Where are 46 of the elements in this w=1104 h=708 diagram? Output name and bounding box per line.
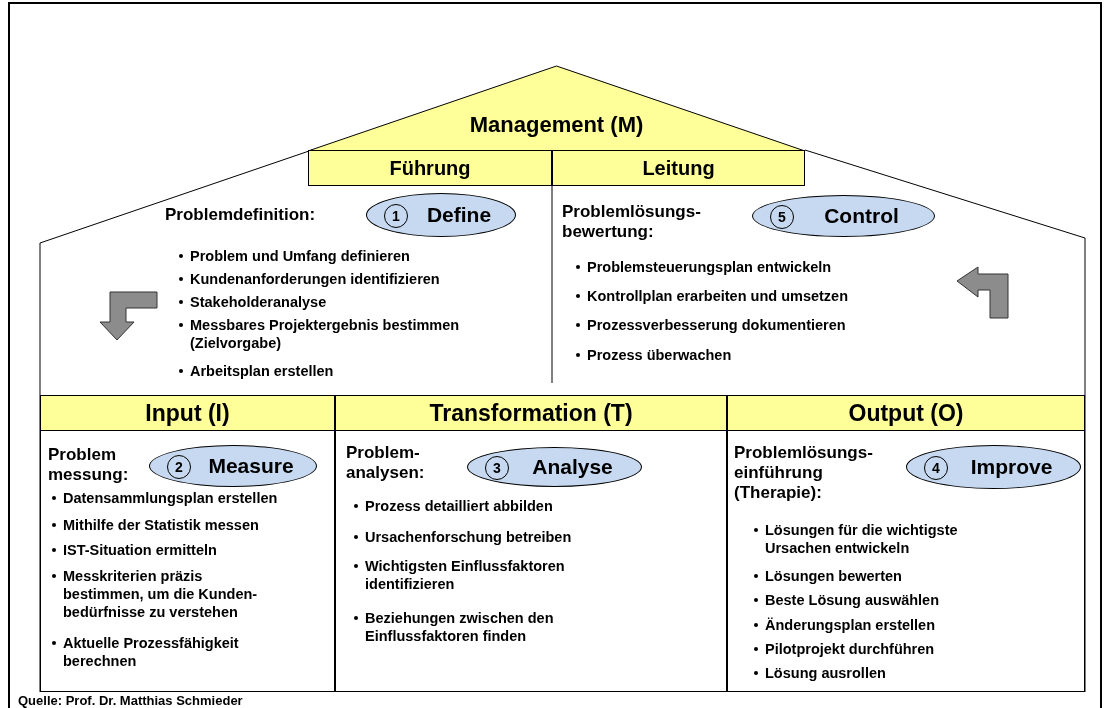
- phase-label: Control: [823, 203, 900, 229]
- bullet-item: Prozess überwachen: [587, 347, 732, 363]
- step-heading: Problem messung:: [48, 445, 130, 485]
- phase-label: Define: [425, 202, 493, 228]
- step-heading: Problem- analysen:: [346, 443, 426, 483]
- bullet-item: Prozessverbesserung dokumentieren: [587, 317, 846, 333]
- bullet-item: Messbares Projektergebnis bestimmen (Zielvorgabe): [190, 317, 460, 351]
- source-note: Quelle: Prof. Dr. Matthias Schmieder: [18, 693, 243, 708]
- bullet-item: Problemsteuerungsplan entwickeln: [587, 259, 832, 275]
- bullet-item: Mithilfe der Statistik messen: [63, 517, 259, 533]
- bullet-item: Lösungen für die wichtigste Ursachen entwickeln: [765, 522, 958, 556]
- step-heading: Problemdefinition:: [165, 205, 317, 225]
- bullet-item: Stakeholderanalyse: [190, 294, 327, 310]
- step-heading: Problemlösungs- bewertung:: [562, 202, 702, 242]
- bullet-item: IST-Situation ermitteln: [63, 542, 217, 558]
- panel: [335, 430, 727, 692]
- bullet-item: Beste Lösung auswählen: [765, 592, 940, 608]
- header-band: Output (O): [727, 395, 1085, 431]
- roof-band: [308, 66, 805, 151]
- roof-title: Management (M): [468, 112, 645, 138]
- panel: [727, 430, 1085, 692]
- bullet-item: Kundenanforderungen identifizieren: [190, 271, 440, 287]
- header-band: Transformation (T): [335, 395, 727, 431]
- bullet-item: Beziehungen zwischen den Einflussfaktoren finden: [365, 610, 554, 644]
- header-band: Führung: [308, 150, 552, 186]
- phase-label: Measure: [207, 453, 295, 479]
- bullet-item: Ursachenforschung betreiben: [365, 529, 572, 545]
- header-band: Input (I): [40, 395, 335, 431]
- bullet-item: Problem und Umfang definieren: [190, 248, 410, 264]
- phase-ellipse: [906, 445, 1081, 489]
- bullet-item: Prozess detailliert abbilden: [365, 498, 553, 514]
- bullet-item: Pilotprojekt durchführen: [765, 641, 935, 657]
- bullet-item: Lösungen bewerten: [765, 568, 902, 584]
- bullet-item: Kontrollplan erarbeiten und umsetzen: [587, 288, 849, 304]
- bullet-item: Lösung ausrollen: [765, 665, 886, 681]
- bullet-item: Arbeitsplan erstellen: [190, 363, 334, 379]
- panel: [40, 430, 335, 692]
- bullet-item: Datensammlungsplan erstellen: [63, 490, 278, 506]
- bullet-item: Wichtigsten Einflussfaktoren identifizieren: [365, 558, 565, 592]
- phase-label: Analyse: [531, 454, 614, 480]
- step-heading: Problemlösungs- einführung (Therapie):: [734, 443, 874, 503]
- bullet-item: Messkriterien präzis bestimmen, um die Kunden- bedürfnisse zu verstehen: [63, 568, 258, 620]
- header-band: Leitung: [552, 150, 805, 186]
- bullet-item: Änderungsplan erstellen: [765, 617, 935, 633]
- phase-label: Improve: [969, 454, 1054, 480]
- bullet-item: Aktuelle Prozessfähigkeit berechnen: [63, 635, 239, 669]
